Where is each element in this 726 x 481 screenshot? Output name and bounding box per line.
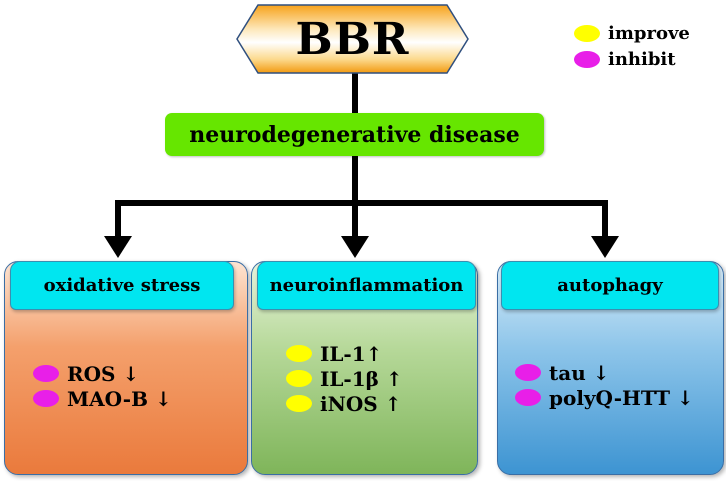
yellow-dot-icon bbox=[286, 370, 312, 387]
list-item: IL-1β ↑ bbox=[286, 366, 403, 391]
item-text: IL-1β ↑ bbox=[320, 366, 403, 391]
magenta-dot-icon bbox=[515, 364, 541, 381]
legend-label-inhibit: inhibit bbox=[608, 48, 676, 70]
yellow-dot-icon bbox=[574, 24, 600, 42]
disease-node: neurodegenerative disease bbox=[165, 113, 544, 156]
card-header: autophagy bbox=[501, 261, 719, 310]
card-title: neuroinflammation bbox=[269, 275, 464, 296]
yellow-dot-icon bbox=[286, 395, 312, 412]
card-items: tau ↓ polyQ-HTT ↓ bbox=[515, 360, 694, 410]
item-text: tau ↓ bbox=[549, 360, 610, 385]
legend: improve inhibit bbox=[574, 20, 690, 72]
list-item: polyQ-HTT ↓ bbox=[515, 385, 694, 410]
magenta-dot-icon bbox=[515, 389, 541, 406]
arrowhead-middle-icon bbox=[341, 236, 369, 258]
legend-item-improve: improve bbox=[574, 20, 690, 46]
list-item: tau ↓ bbox=[515, 360, 694, 385]
card-items: ROS ↓ MAO-B ↓ bbox=[33, 361, 172, 411]
arrowhead-right-icon bbox=[591, 236, 619, 258]
card-header: oxidative stress bbox=[10, 261, 234, 310]
item-text: polyQ-HTT ↓ bbox=[549, 385, 694, 410]
item-text: MAO-B ↓ bbox=[67, 386, 172, 411]
card-title: autophagy bbox=[557, 275, 663, 296]
arrowhead-left-icon bbox=[104, 236, 132, 258]
yellow-dot-icon bbox=[286, 345, 312, 362]
magenta-dot-icon bbox=[33, 390, 59, 407]
card-header: neuroinflammation bbox=[257, 261, 476, 310]
hexagon-shape bbox=[236, 4, 469, 74]
card-neuroinflammation: neuroinflammation IL-1↑ IL-1β ↑ iNOS ↑ bbox=[251, 261, 478, 475]
legend-label-improve: improve bbox=[608, 22, 690, 44]
card-title: oxidative stress bbox=[43, 275, 201, 296]
disease-label: neurodegenerative disease bbox=[189, 121, 520, 148]
item-text: IL-1↑ bbox=[320, 341, 383, 366]
magenta-dot-icon bbox=[574, 50, 600, 68]
item-text: ROS ↓ bbox=[67, 361, 140, 386]
card-oxidative-stress: oxidative stress ROS ↓ MAO-B ↓ bbox=[4, 261, 248, 475]
list-item: IL-1↑ bbox=[286, 341, 403, 366]
list-item: MAO-B ↓ bbox=[33, 386, 172, 411]
bbr-node: BBR bbox=[236, 4, 469, 74]
item-text: iNOS ↑ bbox=[320, 391, 402, 416]
card-autophagy: autophagy tau ↓ polyQ-HTT ↓ bbox=[497, 261, 724, 475]
card-items: IL-1↑ IL-1β ↑ iNOS ↑ bbox=[286, 341, 403, 416]
list-item: ROS ↓ bbox=[33, 361, 172, 386]
bbr-label: BBR bbox=[295, 13, 410, 65]
legend-item-inhibit: inhibit bbox=[574, 46, 690, 72]
magenta-dot-icon bbox=[33, 365, 59, 382]
list-item: iNOS ↑ bbox=[286, 391, 403, 416]
